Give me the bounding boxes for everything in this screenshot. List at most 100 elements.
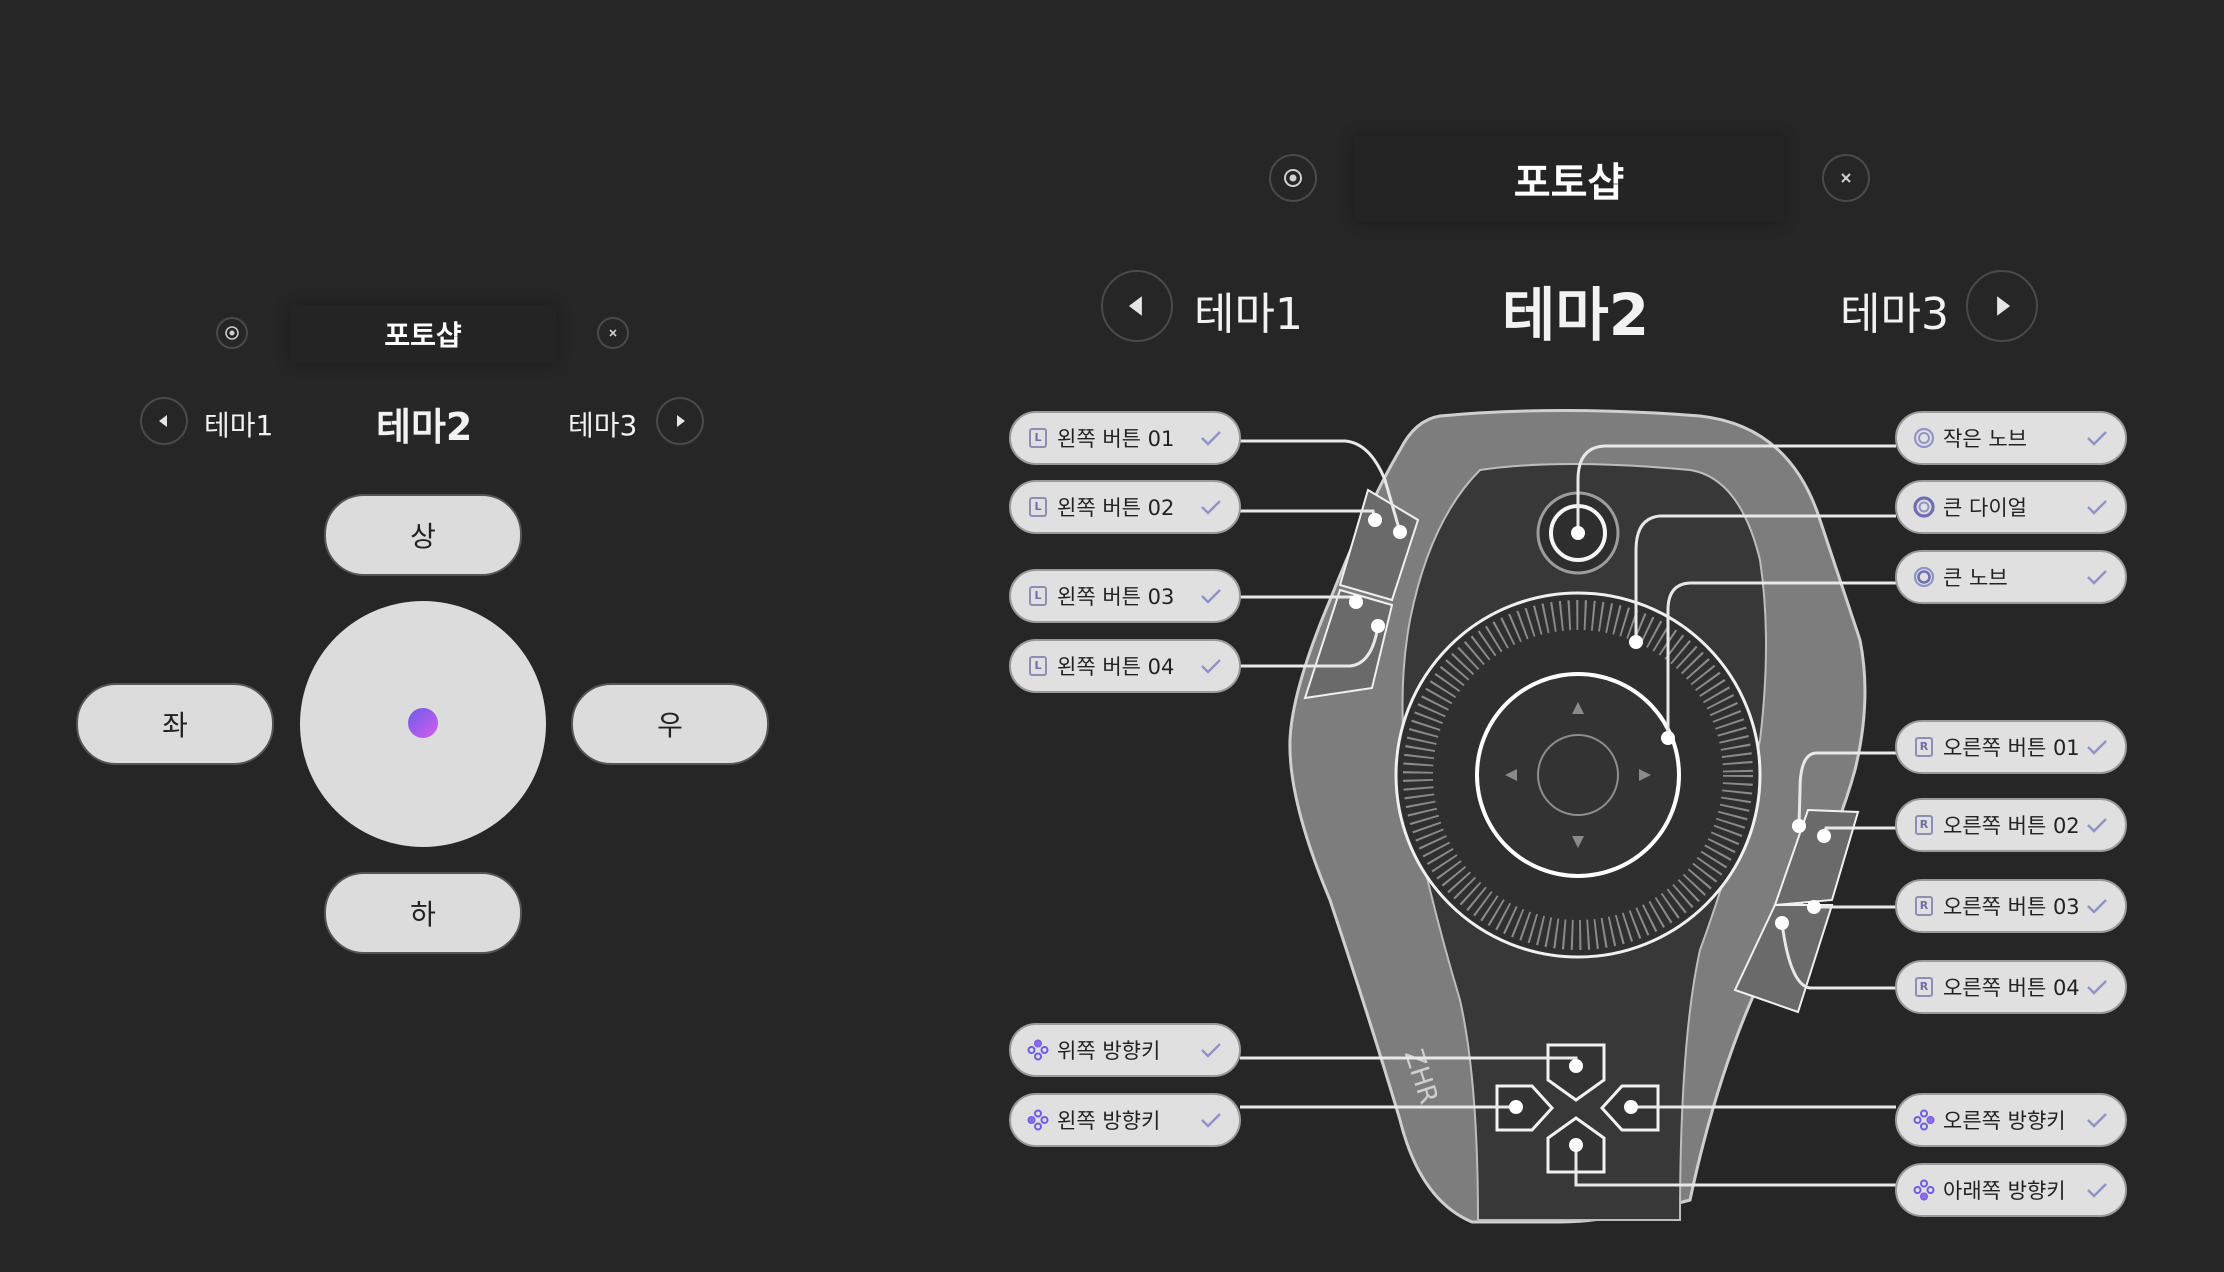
check-icon[interactable] [1197,1036,1225,1064]
callout-left-dpad[interactable]: 왼쪽 방향키 [1009,1093,1241,1147]
right-button-label: 우 [657,709,683,742]
theme-next-label-small[interactable]: 테마3 [568,409,638,442]
check-icon[interactable] [1197,652,1225,680]
callout-label: 오른쪽 버튼 02 [1943,814,2080,838]
anchor-dots [1349,513,1831,1152]
callout-label: 작은 노브 [1943,427,2027,451]
up-button[interactable]: 상 [324,494,522,576]
check-icon[interactable] [1197,1106,1225,1134]
left-button[interactable]: 좌 [76,683,274,765]
right-button-icon: R [1913,976,1935,998]
callout-big-knob[interactable]: 큰 노브 [1895,550,2127,604]
settings-button-large[interactable] [1269,154,1317,202]
dial-icon [1913,496,1935,518]
callout-left-button-04[interactable]: L 왼쪽 버튼 04 [1009,639,1241,693]
callout-left-button-02[interactable]: L 왼쪽 버튼 02 [1009,480,1241,534]
right-button-icon: R [1913,814,1935,836]
callout-down-dpad[interactable]: 아래쪽 방향키 [1895,1163,2127,1217]
callout-label: 아래쪽 방향키 [1943,1179,2066,1203]
theme-current-label-large: 테마2 [1502,281,1650,349]
app-title-large: 포토샵 [1354,136,1784,222]
app-title-text: 포토샵 [1513,160,1625,206]
dpad-icon [1913,1179,1935,1201]
close-button-small[interactable] [597,317,629,349]
callout-right-button-03[interactable]: R 오른쪽 버튼 03 [1895,879,2127,933]
callout-right-button-04[interactable]: R 오른쪽 버튼 04 [1895,960,2127,1014]
settings-button-small[interactable] [216,317,248,349]
theme-prev-button-large[interactable] [1101,270,1173,342]
callout-right-dpad[interactable]: 오른쪽 방향키 [1895,1093,2127,1147]
callout-left-button-01[interactable]: L 왼쪽 버튼 01 [1009,411,1241,465]
check-icon[interactable] [2083,892,2111,920]
callout-label: 위쪽 방향키 [1057,1039,1161,1063]
callout-big-dial[interactable]: 큰 다이얼 [1895,480,2127,534]
check-icon[interactable] [2083,733,2111,761]
app-title-text: 포토샵 [384,319,462,352]
check-icon[interactable] [1197,493,1225,521]
callout-small-knob[interactable]: 작은 노브 [1895,411,2127,465]
callout-label: 큰 노브 [1943,566,2008,590]
big-dial-ticks [1403,600,1753,950]
callout-label: 오른쪽 버튼 03 [1943,895,2080,919]
dpad-icon [1913,1109,1935,1131]
callout-right-button-01[interactable]: R 오른쪽 버튼 01 [1895,720,2127,774]
app-title-small: 포토샵 [290,305,556,363]
theme-prev-button-small[interactable] [140,397,188,445]
theme-next-button-large[interactable] [1966,270,2038,342]
right-button[interactable]: 우 [571,683,769,765]
callout-up-dpad[interactable]: 위쪽 방향키 [1009,1023,1241,1077]
left-button-icon: L [1027,427,1049,449]
close-button-large[interactable] [1822,154,1870,202]
joystick-indicator-dot [408,708,438,738]
check-icon[interactable] [2083,563,2111,591]
callout-right-button-02[interactable]: R 오른쪽 버튼 02 [1895,798,2127,852]
left-button-icon: L [1027,496,1049,518]
left-button-label: 좌 [162,709,188,742]
left-button-icon: L [1027,585,1049,607]
check-icon[interactable] [2083,973,2111,1001]
knob-icon [1913,566,1935,588]
callout-label: 오른쪽 방향키 [1943,1109,2066,1133]
close-icon [1841,173,1851,183]
check-icon[interactable] [2083,1176,2111,1204]
chevron-right-icon [677,415,685,427]
theme-current-label-small: 테마2 [376,405,473,449]
callout-label: 큰 다이얼 [1943,496,2027,520]
right-side-buttons [1733,808,1860,1014]
callout-label: 오른쪽 버튼 04 [1943,976,2080,1000]
check-icon[interactable] [2083,493,2111,521]
check-icon[interactable] [1197,582,1225,610]
settings-icon [1284,169,1302,187]
dpad-icon [1027,1039,1049,1061]
callout-label: 왼쪽 버튼 02 [1057,496,1175,520]
check-icon[interactable] [2083,424,2111,452]
check-icon[interactable] [1197,424,1225,452]
left-side-buttons [1303,488,1420,700]
theme-next-label-large[interactable]: 테마3 [1840,289,1949,340]
knob-icon [1913,427,1935,449]
dpad-icon [1027,1109,1049,1131]
down-button-label: 하 [410,898,436,931]
up-button-label: 상 [410,520,436,553]
chevron-left-icon [159,415,167,427]
callout-label: 오른쪽 버튼 01 [1943,736,2080,760]
check-icon[interactable] [2083,1106,2111,1134]
close-icon [609,329,617,337]
settings-icon [225,326,239,340]
callout-left-button-03[interactable]: L 왼쪽 버튼 03 [1009,569,1241,623]
chevron-right-icon [1997,296,2011,316]
callout-label: 왼쪽 버튼 03 [1057,585,1175,609]
down-button[interactable]: 하 [324,872,522,954]
right-button-icon: R [1913,895,1935,917]
big-knob [1475,672,1681,878]
callout-label: 왼쪽 버튼 04 [1057,655,1175,679]
right-button-icon: R [1913,736,1935,758]
theme-prev-label-small[interactable]: 테마1 [204,409,274,442]
callout-label: 왼쪽 버튼 01 [1057,427,1175,451]
chevron-left-icon [1128,296,1142,316]
theme-prev-label-large[interactable]: 테마1 [1194,289,1303,340]
check-icon[interactable] [2083,811,2111,839]
left-button-icon: L [1027,655,1049,677]
theme-next-button-small[interactable] [656,397,704,445]
